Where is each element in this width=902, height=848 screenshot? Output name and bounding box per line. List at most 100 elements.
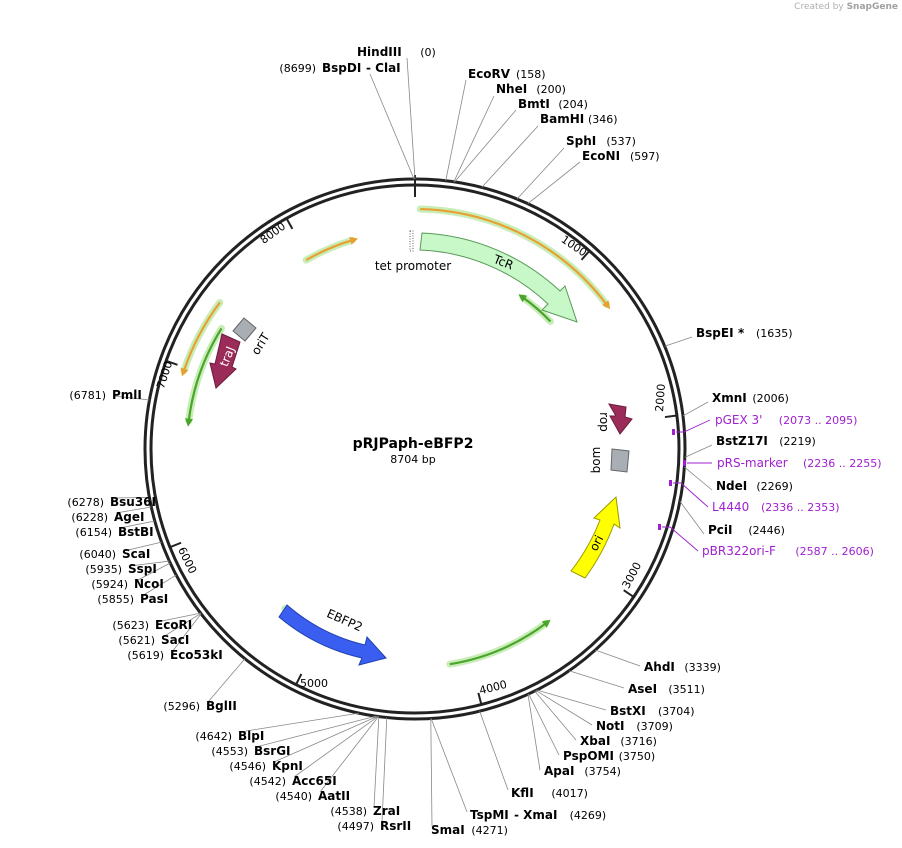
primer-range: (2336 .. 2353) xyxy=(761,501,840,514)
enzyme-pmli[interactable]: (6781)PmlI xyxy=(69,388,141,402)
leader-bspei xyxy=(664,336,693,347)
ebfp2-feature[interactable] xyxy=(278,604,387,666)
enzyme-ahdi[interactable]: AhdI(3339) xyxy=(644,660,721,674)
traj-feature[interactable] xyxy=(209,333,241,389)
primer-mark xyxy=(672,429,675,435)
enzyme-apai[interactable]: ApaI(3754) xyxy=(544,764,621,778)
enzyme-scai[interactable]: (6040)ScaI xyxy=(79,547,150,561)
orit-feature[interactable] xyxy=(232,317,257,342)
leader-ecori xyxy=(156,612,201,623)
enzyme-ncoi[interactable]: (5924)NcoI xyxy=(91,577,163,591)
enzyme-position: (5619) xyxy=(127,649,164,662)
tcr-feature[interactable] xyxy=(419,232,578,323)
enzyme-aatii[interactable]: (4540)AatII xyxy=(275,789,350,803)
primer-l4440[interactable]: L4440(2336 .. 2353) xyxy=(669,480,840,514)
primer-pgex-3[interactable]: pGEX 3'(2073 .. 2095) xyxy=(672,413,857,435)
enzyme-bspdi[interactable]: (8699)BspDI- ClaI xyxy=(279,61,400,75)
enzyme-ndei[interactable]: NdeI(2269) xyxy=(716,479,793,493)
enzyme-name: HindIII xyxy=(357,45,402,59)
enzyme-position: (346) xyxy=(588,113,618,126)
enzyme-sphi[interactable]: SphI(537) xyxy=(566,134,636,148)
enzyme-pspomi[interactable]: PspOMI(3750) xyxy=(563,749,655,763)
enzyme-ecori[interactable]: (5623)EcoRI xyxy=(112,618,192,632)
primer-mark xyxy=(683,460,686,466)
enzyme-position: (6040) xyxy=(79,548,116,561)
enzyme-position: (5935) xyxy=(85,563,122,576)
enzyme-bstbi[interactable]: (6154)BstBI xyxy=(75,525,153,539)
orf-arrowhead xyxy=(518,294,528,303)
orf-arrowhead xyxy=(349,236,359,245)
enzyme-position: (2219) xyxy=(779,435,816,448)
enzyme-name: NheI xyxy=(496,82,527,96)
enzyme-position: (4271) xyxy=(471,824,508,837)
tick-3000 xyxy=(623,589,635,598)
enzyme-name: PciI xyxy=(708,523,733,537)
enzyme-bglii[interactable]: (5296)BglII xyxy=(163,699,236,713)
leader-bamhi xyxy=(481,125,539,188)
enzyme-xmni[interactable]: XmnI(2006) xyxy=(712,391,789,405)
enzyme-xbai[interactable]: XbaI(3716) xyxy=(580,734,657,748)
enzyme-name: Acc65I xyxy=(292,774,337,788)
enzyme-position: (0) xyxy=(420,46,436,59)
enzyme-position: (3716) xyxy=(620,735,657,748)
ori-feature[interactable] xyxy=(570,495,621,579)
enzyme-name: BstXI xyxy=(610,704,646,718)
leader-pmli xyxy=(113,395,150,401)
enzyme-pasi[interactable]: (5855)PasI xyxy=(97,592,168,606)
enzyme-bamhi[interactable]: BamHI(346) xyxy=(540,112,618,126)
enzyme-ecorv[interactable]: EcoRV(158) xyxy=(468,67,546,81)
enzyme-hindiii[interactable]: HindIII (0) xyxy=(357,45,436,59)
enzyme-position: (4538) xyxy=(330,805,367,818)
enzyme-econi[interactable]: EcoNI(597) xyxy=(582,149,660,163)
leader-blpi xyxy=(239,712,359,733)
enzyme-rsrii[interactable]: (4497)RsrII xyxy=(337,819,411,833)
enzyme-name: Eco53kI xyxy=(170,648,223,662)
enzyme-sspi[interactable]: (5935) SspI xyxy=(85,562,156,576)
primer-prs-marker[interactable]: pRS-marker(2236 .. 2255) xyxy=(683,456,882,470)
enzyme-tspmi[interactable]: TspMI- XmaI(4269) xyxy=(470,808,606,822)
enzyme-name: EcoNI xyxy=(582,149,620,163)
primer-range: (2587 .. 2606) xyxy=(795,545,874,558)
orf-orange-left[interactable] xyxy=(182,301,221,372)
tick-2000 xyxy=(664,414,677,419)
enzyme-blpi[interactable]: (4642)BlpI xyxy=(195,729,264,743)
enzyme-name: SspI xyxy=(128,562,157,576)
orf-orange-tcr[interactable] xyxy=(420,207,608,306)
enzyme-zrai[interactable]: (4538)ZraI xyxy=(330,804,400,818)
enzyme-bsu36i[interactable]: (6278)Bsu36I xyxy=(67,495,156,509)
enzyme-saci[interactable]: (5621)SacI xyxy=(118,633,189,647)
tick-label-8000: 8000 xyxy=(258,220,288,247)
leader-agei xyxy=(115,506,152,514)
enzyme-position: (5855) xyxy=(97,593,134,606)
enzyme-asei[interactable]: AseI(3511) xyxy=(628,682,705,696)
enzyme-nhei[interactable]: NheI(200) xyxy=(496,82,566,96)
primer-pbr322ori-f[interactable]: pBR322ori-F(2587 .. 2606) xyxy=(658,524,874,558)
enzyme-pcii[interactable]: PciI(2446) xyxy=(708,523,785,537)
enzyme-position: (3339) xyxy=(684,661,721,674)
enzyme-kpni[interactable]: (4546)KpnI xyxy=(229,759,302,773)
enzyme-kfli[interactable]: KflI(4017) xyxy=(511,786,588,800)
enzyme-name: NcoI xyxy=(134,577,164,591)
enzyme-bmti[interactable]: BmtI(204) xyxy=(518,97,588,111)
enzyme-eco53ki[interactable]: (5619) Eco53kI xyxy=(127,648,222,662)
primer-mark xyxy=(669,480,672,486)
enzyme-bsrgi[interactable]: (4553)BsrGI xyxy=(211,744,290,758)
enzyme-acc65i[interactable]: (4542)Acc65I xyxy=(249,774,336,788)
enzyme-agei[interactable]: (6228)AgeI xyxy=(71,510,144,524)
rop-feature[interactable] xyxy=(608,403,633,435)
leader-bsu36i xyxy=(111,497,150,499)
enzyme-position: (2269) xyxy=(756,480,793,493)
bom-feature[interactable] xyxy=(610,448,630,473)
orf-green-bottom[interactable] xyxy=(449,622,547,666)
enzyme-name: BglII xyxy=(206,699,237,713)
enzyme-noti[interactable]: NotI(3709) xyxy=(596,719,673,733)
orf-green-left[interactable] xyxy=(187,327,223,421)
enzyme-smai[interactable]: SmaI(4271) xyxy=(431,823,508,837)
enzyme-bstxi[interactable]: BstXI(3704) xyxy=(610,704,695,718)
enzyme-bspei[interactable]: BspEI*(1635) xyxy=(696,326,793,340)
tet-promoter-feature[interactable] xyxy=(409,230,414,252)
leader-bglii xyxy=(207,658,246,703)
enzyme-bstz17i[interactable]: BstZ17I(2219) xyxy=(716,434,816,448)
leader-aatii xyxy=(319,716,379,793)
leader-saci xyxy=(162,613,202,638)
